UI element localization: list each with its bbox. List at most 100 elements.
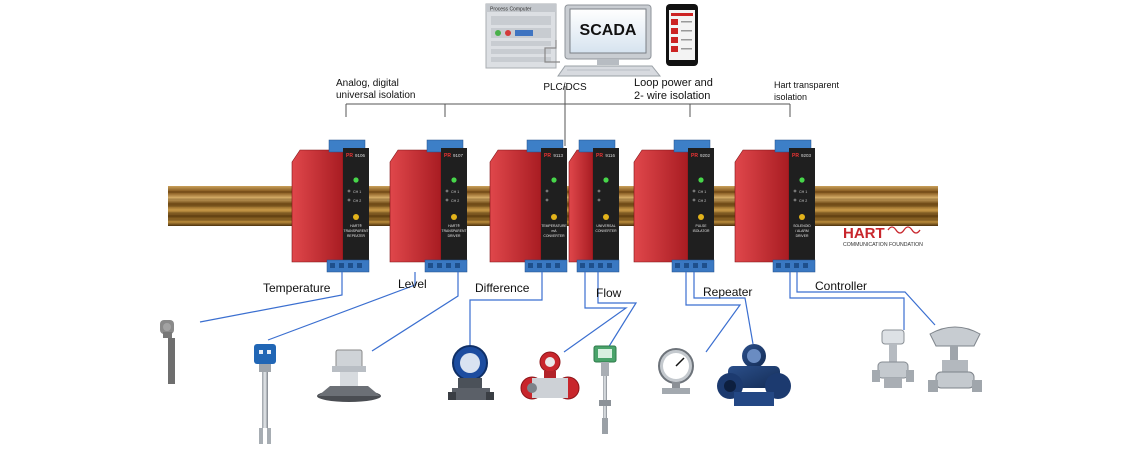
differential-pressure-transmitter-icon [448, 345, 494, 400]
module-code: 9107 [453, 153, 464, 158]
green-indicator-icon [495, 30, 501, 36]
module-led-label: CH 1 [451, 190, 459, 194]
module-caption: TRANSPARENT [442, 229, 467, 233]
ex-warning-icon [451, 214, 457, 220]
callout-hart-line1: Hart transparent [774, 80, 840, 90]
module-caption: PULSE [695, 224, 707, 228]
power-led-icon [551, 177, 557, 183]
module-caption: DRIVER [796, 234, 809, 238]
plc-dcs-label: PLC/DCS [543, 82, 587, 93]
ex-warning-icon [799, 214, 805, 220]
channel-led-icon [545, 198, 549, 202]
ex-warning-icon [551, 214, 557, 220]
module-led-label: CH 2 [799, 199, 807, 203]
module-led-label: CH 1 [698, 190, 706, 194]
category-level: Level [398, 277, 427, 291]
computer-link-line [544, 40, 560, 63]
hart-logo-tagline: COMMUNICATION FOUNDATION [843, 242, 923, 248]
hart-logo: HART COMMUNICATION FOUNDATION [843, 225, 923, 248]
module-brand: PR [346, 153, 353, 159]
module-led-label: CH 2 [698, 199, 706, 203]
module-code: 9203 [801, 153, 812, 158]
module-caption: CONVERTER [543, 234, 565, 238]
power-led-icon [698, 177, 704, 183]
smartphone-icon [666, 4, 698, 66]
module-code: 9202 [700, 153, 711, 158]
category-flow: Flow [596, 286, 622, 300]
scada-label: SCADA [580, 22, 637, 39]
red-indicator-icon [505, 30, 511, 36]
power-led-icon [799, 177, 805, 183]
pressure-gauge-icon [658, 348, 694, 394]
channel-led-icon [793, 189, 797, 193]
module-led-label: CH 2 [451, 199, 459, 203]
callout-analog-line1: Analog, digital [336, 78, 399, 89]
module-brand: PR [544, 153, 551, 159]
module-caption: SOLENOID [793, 224, 811, 228]
scada-computer: SCADA [557, 4, 662, 77]
channel-led-icon [597, 198, 601, 202]
callout-loop-line2: 2- wire isolation [634, 90, 710, 102]
module-caption: UNIVERSAL [596, 224, 615, 228]
channel-led-icon [692, 189, 696, 193]
category-difference: Difference [475, 281, 530, 295]
power-led-icon [603, 177, 609, 183]
control-valve-small-icon [872, 329, 914, 388]
module-led-label: CH 1 [799, 190, 807, 194]
channel-led-icon [347, 189, 351, 193]
ex-warning-icon [353, 214, 359, 220]
control-valve-large-icon [928, 326, 982, 392]
water-meter-icon [717, 344, 791, 406]
signal-wires [199, 272, 936, 353]
module-caption: mA [551, 229, 557, 233]
channel-led-icon [445, 189, 449, 193]
module-caption: CONVERTER [595, 229, 617, 233]
callout-hart-line2: isolation [774, 92, 807, 102]
module-caption: HART® [350, 224, 362, 228]
module-caption: / ALARM [795, 229, 809, 233]
module-brand: PR [792, 153, 799, 159]
module-caption: DRIVER [448, 234, 461, 238]
process-computer-cabinet: Process Computer [485, 3, 557, 69]
module-brand: PR [444, 153, 451, 159]
module-led-label: CH 2 [353, 199, 361, 203]
channel-led-icon [545, 189, 549, 193]
ex-warning-icon [603, 214, 609, 220]
module-led-label: CH 1 [353, 190, 361, 194]
electromagnetic-flowmeter-icon [520, 351, 580, 400]
module-caption: REPEATER [347, 234, 366, 238]
vortex-flowmeter-icon [593, 345, 617, 434]
radar-level-icon [317, 349, 381, 402]
module-code: 9116 [605, 153, 615, 158]
plc-bus [345, 86, 791, 146]
module-code: 9106 [355, 153, 366, 158]
channel-led-icon [793, 198, 797, 202]
ex-warning-icon [698, 214, 704, 220]
module-code: 9113 [553, 153, 563, 158]
module-caption: ISOLATOR [693, 229, 710, 233]
channel-led-icon [445, 198, 449, 202]
category-repeater: Repeater [703, 285, 752, 299]
power-led-icon [353, 177, 359, 183]
category-temperature: Temperature [263, 281, 331, 295]
channel-led-icon [692, 198, 696, 202]
module-brand: PR [596, 153, 603, 159]
callout-analog-line2: universal isolation [336, 90, 416, 101]
hart-logo-name: HART [843, 225, 885, 242]
channel-led-icon [347, 198, 351, 202]
category-controller: Controller [815, 279, 867, 293]
process-computer-header: Process Computer [490, 7, 532, 13]
vibrating-fork-level-icon [254, 344, 276, 444]
module-caption: TRANSPARENT [344, 229, 369, 233]
channel-led-icon [597, 189, 601, 193]
module-caption: HART® [448, 224, 460, 228]
temperature-sensor-icon [160, 320, 175, 384]
callout-loop-line1: Loop power and [634, 77, 713, 89]
